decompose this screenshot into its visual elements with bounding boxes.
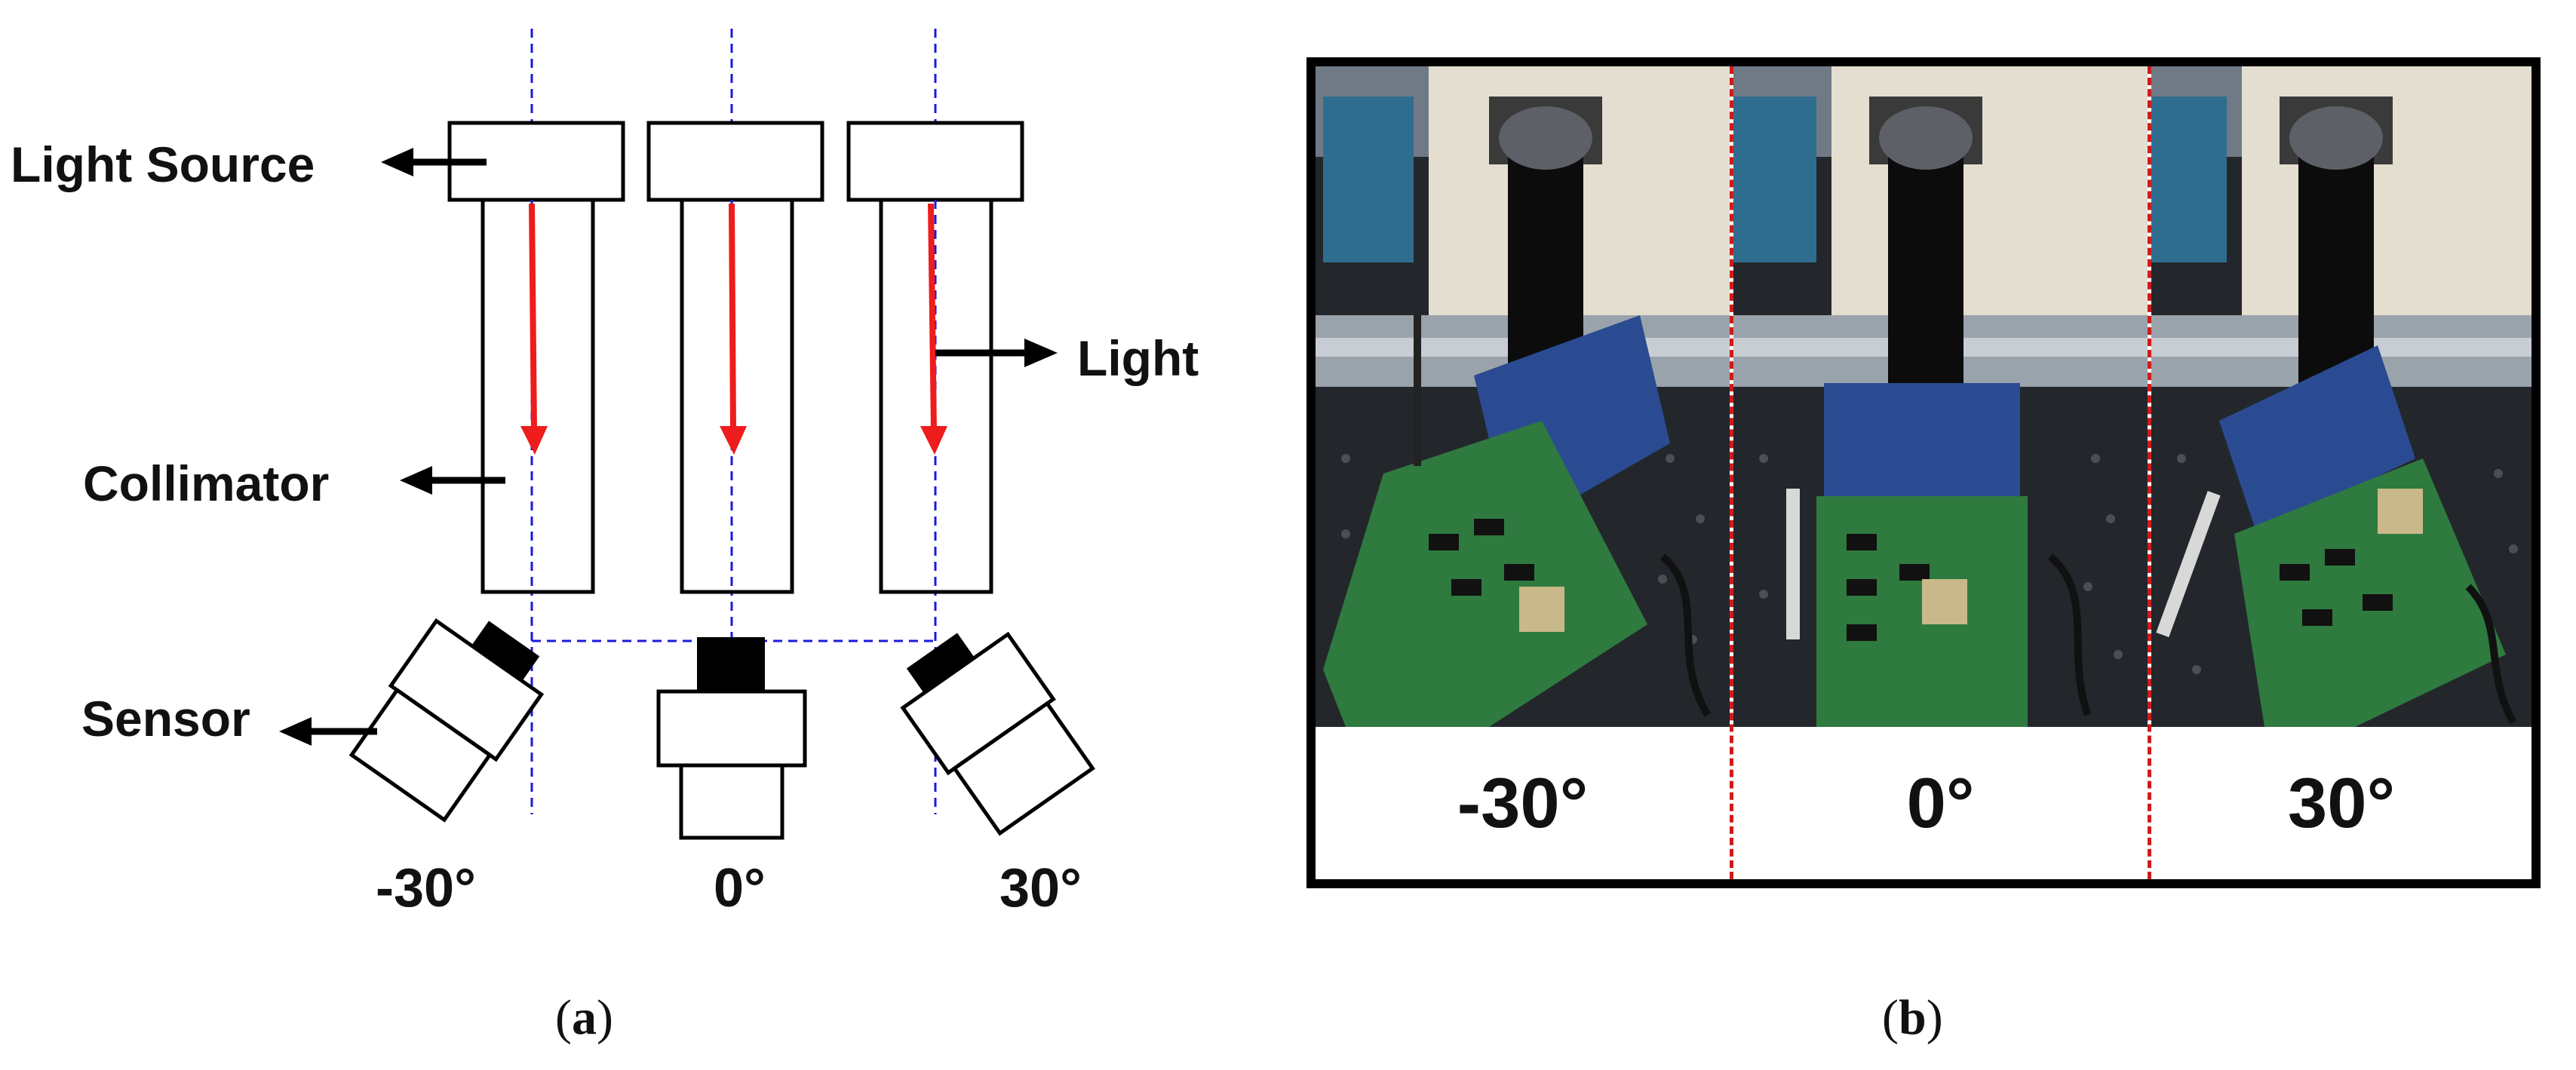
photo-panel-0: 0° [1733,66,2148,879]
light-beams [520,203,947,455]
light-beam-3 [920,203,947,455]
angle-label-0: 0° [714,858,766,918]
light-source-box-3 [846,121,1024,202]
light-arrow [935,339,1058,367]
sensor-arrow [279,717,377,746]
light-source-arrow [381,148,487,176]
divider-1 [1730,66,1733,879]
schematic-diagram [279,29,1095,840]
label-light: Light [1077,330,1199,386]
light-source-boxes [447,121,1024,202]
collimator-tube-1 [481,198,595,594]
collimator-tube-2 [680,198,794,594]
light-beam-1 [520,203,548,455]
caption-b: (b) [1882,990,1943,1045]
caption-a-letter: a [571,990,597,1045]
angle-caption-minus30: -30° [1457,763,1589,842]
angle-label-minus30: -30° [376,858,476,918]
divider-2 [2148,66,2151,879]
caption-b-letter: b [1898,990,1927,1045]
sensor-30 [900,631,1095,836]
light-source-box-2 [646,121,824,202]
light-beam-2 [720,203,747,455]
photo-panel-30: 30° [2151,66,2531,879]
collimator-tubes [481,198,993,594]
leader-arrows [279,148,1058,746]
label-light-source: Light Source [11,136,315,192]
angle-caption-0: 0° [1906,763,1975,842]
photo-setup-minus30 [1316,66,1730,727]
angle-label-30: 30° [999,858,1082,918]
caption-a: (a) [555,990,613,1045]
photo-setup-30 [2151,66,2531,727]
label-sensor: Sensor [81,691,250,747]
label-collimator: Collimator [83,455,330,511]
collimator-arrow [400,466,505,495]
photo-setup-0 [1733,66,2148,727]
angle-caption-30: 30° [2287,763,2396,842]
sensor-0 [656,637,807,840]
sensor-minus30 [348,618,545,823]
photo-panel-minus30: -30° [1316,66,1730,879]
photo-figure: -30° [1306,57,2541,888]
